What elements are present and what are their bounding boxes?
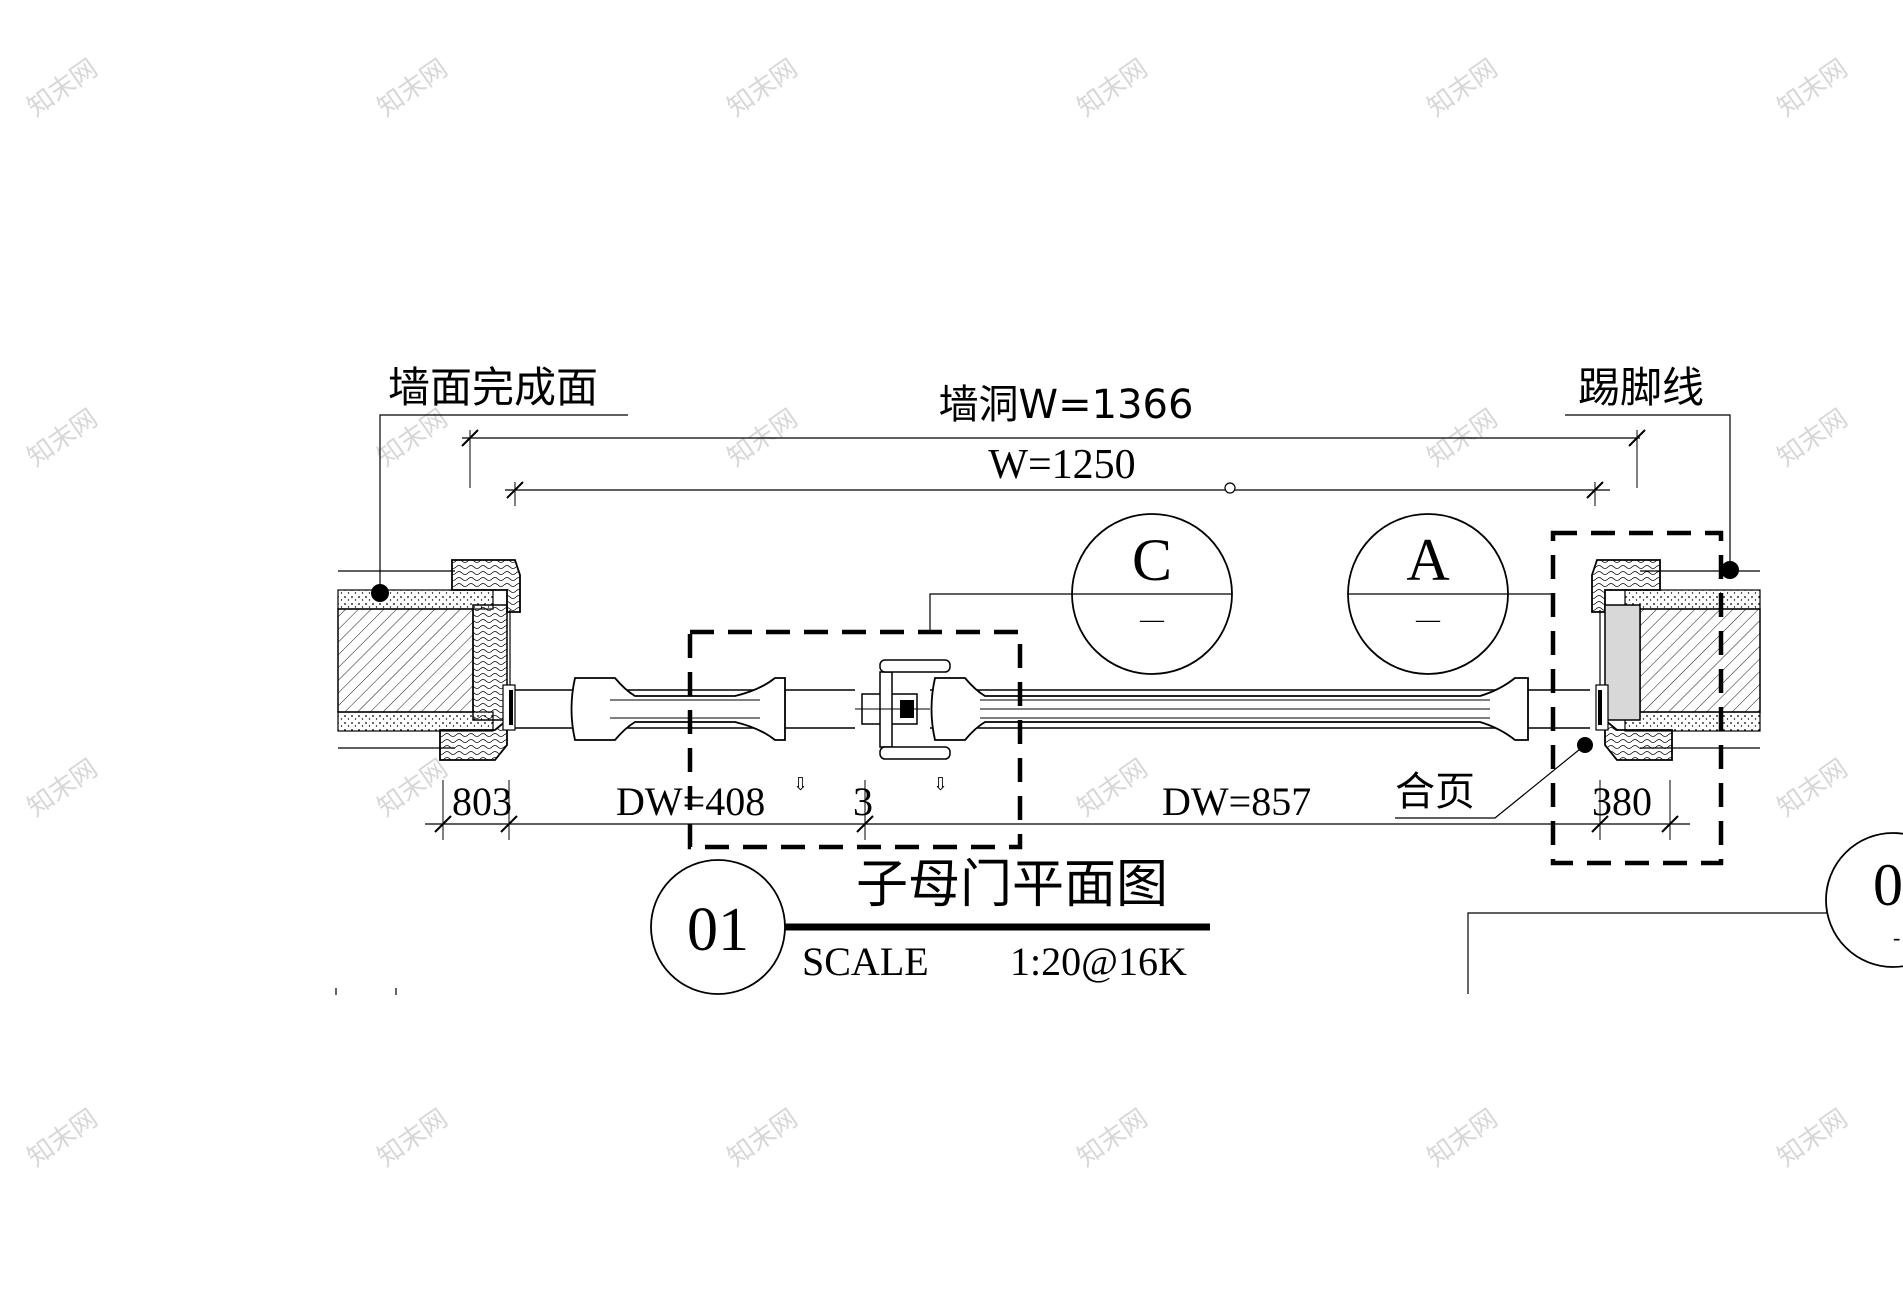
watermark-text: 知末网 — [1772, 754, 1853, 823]
detail-callout-c: C — — [929, 513, 1233, 675]
dim-right-gap: 380 — [1592, 779, 1652, 824]
label-hinge: 合页 — [1395, 769, 1475, 815]
watermark-text: 知末网 — [22, 54, 103, 123]
watermark-text: 知末网 — [22, 754, 103, 823]
right-wall — [1591, 559, 1761, 761]
watermark-text: 知末网 — [1772, 404, 1853, 473]
watermark-text: 知末网 — [372, 404, 453, 473]
watermark-text: 知末网 — [1072, 1104, 1153, 1173]
partial-adjacent-drawing: 0 - — [1467, 832, 1903, 994]
watermark-layer: 知末网 知末网 知末网 知末网 知末网 知末网 知末网 知末网 知末网 知末网 … — [22, 54, 1853, 1173]
detail-box-right — [1550, 530, 1724, 866]
label-skirting: 踢脚线 — [1578, 363, 1704, 412]
leader-wall-finish: 墙面完成面 — [371, 363, 628, 602]
door-lock-hardware: ⇩ ⇩ — [793, 659, 951, 794]
scale-label: SCALE — [802, 939, 929, 984]
callout-c-sheet: — — [1139, 607, 1165, 633]
watermark-text: 知末网 — [722, 54, 803, 123]
watermark-text: 知末网 — [1072, 754, 1153, 823]
detail-box-center — [687, 629, 1023, 850]
watermark-text: 知末网 — [722, 1104, 803, 1173]
watermark-text: 知末网 — [372, 54, 453, 123]
small-door-leaf — [515, 677, 855, 741]
dimension-bottom-chain: 803 DW=408 3 DW=857 380 — [425, 779, 1690, 840]
title-number: 01 — [687, 896, 749, 964]
watermark-text: 知末网 — [22, 404, 103, 473]
watermark-text: 知末网 — [1422, 1104, 1503, 1173]
callout-a-sheet: — — [1415, 607, 1441, 633]
dimension-opening: 墙洞W=1366 — [461, 382, 1646, 488]
dimension-door-width: W=1250 — [505, 442, 1610, 506]
swing-arrow-left: ⇩ — [793, 774, 808, 794]
drawing-title: 子母门平面图 — [856, 855, 1168, 915]
callout-c-letter: C — [1132, 527, 1172, 593]
watermark-text: 知末网 — [372, 1104, 453, 1173]
large-door-leaf — [930, 677, 1590, 741]
scale-value: 1:20@16K — [1010, 939, 1187, 984]
leader-hinge: 合页 — [1395, 737, 1593, 819]
dim-small-leaf: DW=408 — [616, 779, 765, 824]
swing-arrow-right: ⇩ — [933, 774, 948, 794]
partial-callout-sheet: - — [1893, 925, 1900, 950]
left-wall — [337, 559, 521, 761]
callout-a-letter: A — [1406, 527, 1449, 593]
watermark-text: 知末网 — [1072, 54, 1153, 123]
dim-left-gap: 803 — [452, 779, 512, 824]
detail-callout-a: A — — [1347, 513, 1553, 675]
leader-skirting: 踢脚线 — [1565, 363, 1739, 579]
watermark-text: 知末网 — [1422, 54, 1503, 123]
dim-door-width: W=1250 — [988, 442, 1135, 488]
dim-middle-gap: 3 — [853, 779, 873, 824]
watermark-text: 知末网 — [1772, 54, 1853, 123]
dim-wall-opening: 墙洞W=1366 — [939, 382, 1194, 428]
dim-large-leaf: DW=857 — [1162, 779, 1311, 824]
partial-callout-letter: 0 — [1873, 852, 1903, 918]
watermark-text: 知末网 — [372, 754, 453, 823]
title-block: 01 子母门平面图 SCALE 1:20@16K — [650, 855, 1210, 995]
watermark-text: 知末网 — [22, 1104, 103, 1173]
label-wall-finish: 墙面完成面 — [388, 363, 598, 412]
watermark-text: 知末网 — [1772, 1104, 1853, 1173]
